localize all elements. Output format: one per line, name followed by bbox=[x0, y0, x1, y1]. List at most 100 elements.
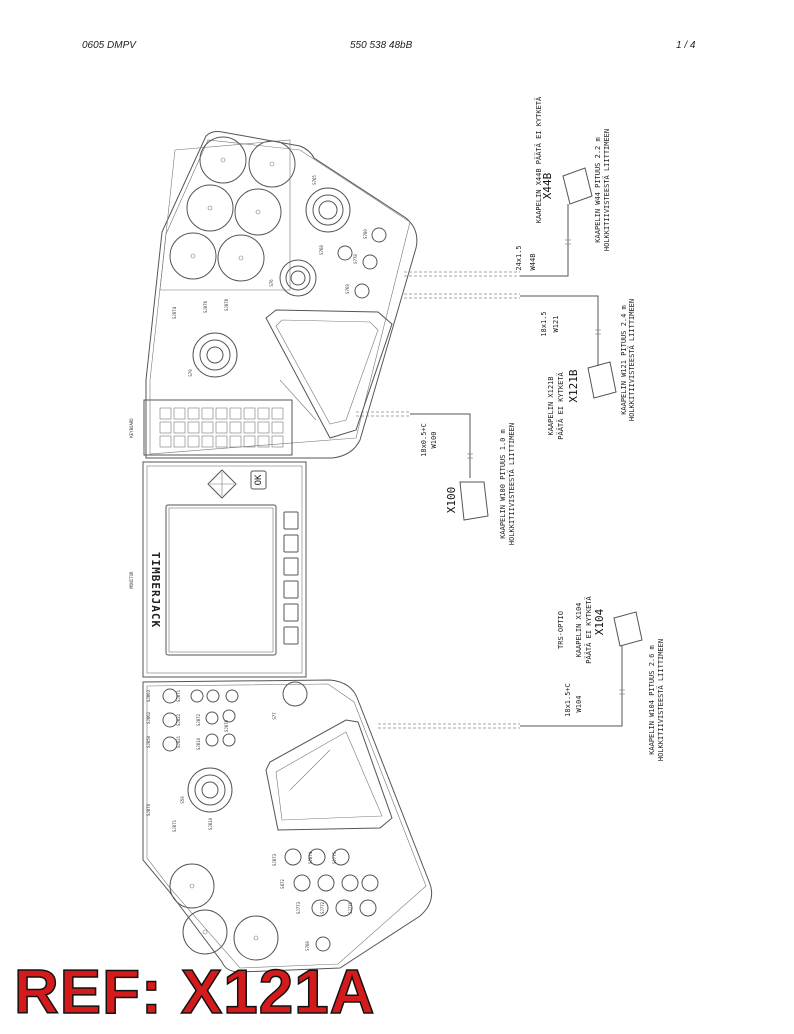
control-label: S79 bbox=[188, 369, 193, 377]
w44-note-3: HOLKKITIIVISTEESTÄ LIITTIMEEN bbox=[602, 129, 611, 251]
control-label: S59 bbox=[180, 796, 185, 804]
joystick-lower bbox=[187, 767, 233, 813]
header-page-number: 1 / 4 bbox=[676, 40, 696, 51]
connector-x121b: X121B bbox=[567, 369, 580, 402]
keypad-key bbox=[257, 407, 270, 420]
cable-w100 bbox=[356, 411, 489, 521]
armrest-lower bbox=[265, 719, 393, 831]
w104-harness: W104 bbox=[575, 696, 583, 713]
keypad-key bbox=[243, 407, 256, 420]
keypad-key bbox=[215, 435, 228, 448]
control-label: SJ874 bbox=[172, 306, 177, 319]
w44-harness: W44B bbox=[529, 254, 537, 271]
control-label: SJ810 bbox=[208, 817, 213, 830]
control-label: S765 bbox=[312, 175, 317, 185]
upper-console bbox=[143, 131, 418, 459]
ok-button-label: OK bbox=[254, 474, 264, 485]
control-label: S768 bbox=[319, 245, 324, 255]
control-label: SJ772 bbox=[320, 901, 325, 914]
keypad-key bbox=[159, 407, 172, 420]
control-label: SJ775 bbox=[332, 851, 337, 864]
control-label: S768 bbox=[305, 941, 310, 951]
w104-note-1: KAAPELIN X104 bbox=[575, 603, 583, 658]
connector-x100-icon bbox=[459, 481, 489, 521]
keyboard-keypad bbox=[143, 399, 293, 456]
connector-x104: X104 bbox=[593, 608, 606, 635]
keypad-key bbox=[229, 421, 242, 434]
control-label: SJ862 bbox=[146, 711, 151, 724]
w44-wire-spec: 24x1.5 bbox=[515, 245, 523, 270]
keypad-key bbox=[215, 421, 228, 434]
keypad-key bbox=[215, 407, 228, 420]
w104-note-3: KAAPELIN W104 PITUUS 2.6 m bbox=[648, 645, 656, 755]
control-label: SJ863 bbox=[146, 689, 151, 702]
keypad-key bbox=[229, 435, 242, 448]
keypad-key bbox=[271, 435, 284, 448]
keypad-key bbox=[243, 435, 256, 448]
connector-x44b-icon bbox=[562, 167, 593, 205]
monitor-unit: OK TIMBERJACK MONITOR KEYBOARD bbox=[129, 418, 307, 678]
control-label: SJ876 bbox=[203, 300, 208, 313]
knob-s77 bbox=[282, 681, 308, 707]
w100-wire-spec: 18x0.5+C bbox=[420, 423, 428, 457]
keypad-key bbox=[187, 407, 200, 420]
control-label: SJ878 bbox=[224, 298, 229, 311]
control-label: SJ822 bbox=[176, 713, 181, 726]
ok-button-outline bbox=[250, 470, 267, 490]
w104-note-2: PÄÄTÄ EI KYTKETÄ bbox=[584, 596, 593, 664]
keypad-key bbox=[243, 421, 256, 434]
keypad-key bbox=[187, 435, 200, 448]
armrest-upper bbox=[265, 309, 393, 439]
control-label: SJ821 bbox=[176, 735, 181, 748]
w100-note-1: KAAPELIN W100 PITUUS 1.0 m bbox=[499, 429, 507, 539]
w121-note-1: KAAPELIN X121B bbox=[547, 376, 555, 435]
connector-x100: X100 bbox=[445, 487, 458, 514]
control-label: SJ873 bbox=[272, 853, 277, 866]
keypad-key bbox=[257, 421, 270, 434]
w121-note-2: PÄÄTÄ EI KYTKETÄ bbox=[556, 372, 565, 440]
keypad-key bbox=[229, 407, 242, 420]
monitor-label: MONITOR bbox=[129, 571, 134, 588]
gauge-cluster-upper bbox=[159, 136, 296, 291]
keypad-key bbox=[257, 435, 270, 448]
screen-side-buttons bbox=[283, 511, 299, 645]
cable-w104 bbox=[378, 611, 643, 729]
navigation-dpad-icon bbox=[207, 469, 237, 499]
reference-stamp: REF: X121A bbox=[13, 958, 376, 1027]
w100-harness: W100 bbox=[430, 432, 438, 449]
control-label: S872 bbox=[280, 879, 285, 889]
keypad-key bbox=[271, 421, 284, 434]
w121-note-3: KAAPELIN W121 PITUUS 2.4 m bbox=[620, 305, 628, 415]
control-label: S769 bbox=[345, 284, 350, 294]
control-label: SJ850 bbox=[146, 735, 151, 748]
control-label: SJ870 bbox=[146, 803, 151, 816]
control-label: S780 bbox=[363, 229, 368, 239]
keypad-key bbox=[159, 435, 172, 448]
connector-x121b-icon bbox=[587, 361, 617, 399]
header-part-number: 550 538 48bB bbox=[350, 40, 413, 51]
knob-grid-lower bbox=[162, 688, 379, 952]
lower-console bbox=[142, 679, 433, 973]
cable-w44 bbox=[404, 167, 593, 277]
header-document-code: 0605 DMPV bbox=[82, 40, 136, 51]
w100-note-2: HOLKKITIIVISTEESTÄ LIITTIMEEN bbox=[507, 423, 516, 545]
w44-note-2: KAAPELIN W44 PITUUS 2.2 m bbox=[594, 137, 602, 242]
control-label: S76 bbox=[269, 279, 274, 287]
keyboard-label: KEYBOARD bbox=[129, 418, 134, 438]
control-label: SJ773 bbox=[296, 901, 301, 914]
keypad-key bbox=[201, 421, 214, 434]
brand-logo-text: TIMBERJACK bbox=[149, 552, 162, 628]
w104-wire-spec: 18x1.5+C bbox=[564, 683, 572, 717]
connector-x44b: X44B bbox=[541, 172, 554, 199]
keypad-key bbox=[173, 407, 186, 420]
control-label: SJ871 bbox=[176, 689, 181, 702]
control-label: SJ771 bbox=[348, 901, 353, 914]
w44-note-1: KAAPELIN X44B PÄÄTÄ EI KYTKETÄ bbox=[534, 96, 543, 223]
keypad-key bbox=[173, 435, 186, 448]
w121-note-4: HOLKKITIIVISTEESTÄ LIITTIMEEN bbox=[627, 299, 636, 421]
knob-group-upper bbox=[337, 227, 387, 299]
keypad-key bbox=[201, 407, 214, 420]
joystick-upper-left bbox=[192, 332, 238, 378]
keypad-key bbox=[201, 435, 214, 448]
